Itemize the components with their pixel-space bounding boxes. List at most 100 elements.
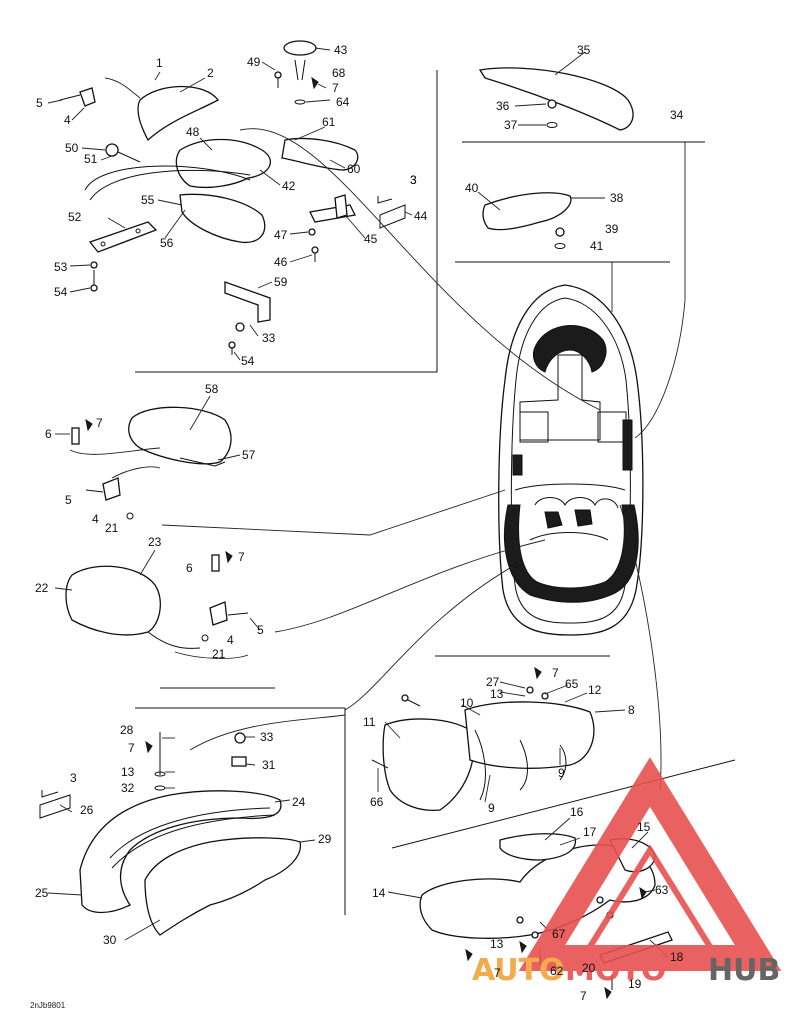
callout-label: 3 bbox=[410, 173, 417, 187]
callout-label: 36 bbox=[496, 99, 510, 113]
callout-label: 8 bbox=[628, 703, 635, 717]
panel-seat-8-12 bbox=[344, 504, 662, 811]
callout-label: 61 bbox=[322, 115, 336, 129]
callout-label: 59 bbox=[274, 275, 288, 289]
callout-label: 58 bbox=[205, 382, 219, 396]
callout-label: 14 bbox=[372, 886, 386, 900]
callout-label: 7 bbox=[96, 416, 103, 430]
callout-label: 25 bbox=[35, 886, 49, 900]
callout-label: 51 bbox=[84, 152, 98, 166]
callout-label: 18 bbox=[670, 950, 684, 964]
callout-label: 20 bbox=[582, 961, 596, 975]
watermark-text-hub: HUB bbox=[708, 953, 780, 988]
callout-label: 26 bbox=[80, 803, 94, 817]
callout-label: 3 bbox=[70, 771, 77, 785]
callout-label: 60 bbox=[347, 162, 361, 176]
callout-label: 42 bbox=[282, 179, 296, 193]
callout-label: 12 bbox=[588, 683, 602, 697]
panel-seat-24-30 bbox=[39, 714, 346, 941]
callout-label: 4 bbox=[64, 113, 71, 127]
callout-label: 56 bbox=[160, 236, 174, 250]
callout-label: 4 bbox=[227, 633, 234, 647]
panel-top-left-parts bbox=[47, 40, 601, 411]
callout-label: 21 bbox=[212, 647, 226, 661]
callout-label: 13 bbox=[121, 765, 135, 779]
callout-label: 9 bbox=[488, 801, 495, 815]
watermark-triangle-inner bbox=[582, 844, 718, 953]
panel-top-right-parts bbox=[477, 51, 686, 439]
callout-label: 50 bbox=[65, 141, 79, 155]
callout-label: 6 bbox=[45, 427, 52, 441]
callout-label: 33 bbox=[262, 331, 276, 345]
callout-label: 5 bbox=[257, 623, 264, 637]
callout-label: 7 bbox=[580, 989, 587, 1003]
callout-label: 7 bbox=[128, 741, 135, 755]
divider-lines bbox=[135, 70, 736, 915]
panel-seat-22-23 bbox=[54, 539, 546, 659]
callout-label: 27 bbox=[486, 675, 500, 689]
callout-label: 22 bbox=[35, 581, 49, 595]
callout-label: 11 bbox=[363, 715, 376, 729]
callout-label: 7 bbox=[238, 550, 245, 564]
callout-label: 41 bbox=[590, 239, 604, 253]
callout-label: 37 bbox=[504, 118, 518, 132]
callout-label: 49 bbox=[247, 55, 261, 69]
diagram-code: 2nJb9801 bbox=[30, 1001, 66, 1010]
callout-label: 17 bbox=[583, 825, 597, 839]
callout-label: 57 bbox=[242, 448, 256, 462]
callout-label: 13 bbox=[490, 687, 504, 701]
callout-label: 53 bbox=[54, 260, 68, 274]
callout-label: 1 bbox=[156, 56, 163, 70]
callout-label: 67 bbox=[552, 927, 566, 941]
callout-label: 10 bbox=[460, 696, 474, 710]
callout-label: 66 bbox=[370, 795, 384, 809]
callout-label: 30 bbox=[103, 933, 117, 947]
callout-label: 39 bbox=[605, 222, 619, 236]
callout-label: 7 bbox=[494, 966, 501, 980]
callout-label: 65 bbox=[565, 677, 579, 691]
callout-label: 52 bbox=[68, 210, 82, 224]
callout-label: 2 bbox=[207, 66, 214, 80]
callout-label: 62 bbox=[550, 964, 564, 978]
callout-label: 54 bbox=[241, 354, 255, 368]
callout-label: 9 bbox=[558, 766, 565, 780]
callout-label: 4 bbox=[92, 512, 99, 526]
panel-rear-seat-58 bbox=[55, 395, 506, 536]
callout-label: 47 bbox=[274, 228, 288, 242]
callout-label: 31 bbox=[262, 758, 276, 772]
callout-label: 7 bbox=[332, 81, 339, 95]
watermark-triangle bbox=[518, 757, 782, 971]
callout-label: 35 bbox=[577, 43, 591, 57]
callout-label: 40 bbox=[465, 181, 479, 195]
callout-label: 19 bbox=[628, 977, 642, 991]
callout-label: 32 bbox=[121, 781, 135, 795]
callout-label: 16 bbox=[570, 805, 584, 819]
callout-label: 68 bbox=[332, 66, 346, 80]
callout-label: 15 bbox=[637, 820, 651, 834]
callout-label: 21 bbox=[105, 521, 119, 535]
callout-label: 64 bbox=[336, 95, 350, 109]
callout-label: 33 bbox=[260, 730, 274, 744]
callout-label: 24 bbox=[292, 795, 306, 809]
callout-label: 34 bbox=[670, 108, 684, 122]
callout-label: 54 bbox=[54, 285, 68, 299]
callout-label: 38 bbox=[610, 191, 624, 205]
watermark-text-moto: MOTO bbox=[565, 953, 666, 988]
callout-label: 3 bbox=[410, 173, 417, 187]
callout-labels: 1 2 3 4 5 7 43 49 68 64 48 61 50 51 60 4… bbox=[35, 43, 684, 1003]
callout-label: 7 bbox=[552, 666, 559, 680]
callout-label: 6 bbox=[186, 561, 193, 575]
callout-label: 28 bbox=[120, 723, 134, 737]
callout-label: 23 bbox=[148, 535, 162, 549]
callout-label: 29 bbox=[318, 832, 332, 846]
watermark-text-auto: AUTO bbox=[472, 953, 565, 988]
callout-label: 45 bbox=[364, 232, 378, 246]
callout-label: 5 bbox=[36, 96, 43, 110]
watercraft-hull-top-view bbox=[498, 284, 644, 636]
callout-label: 13 bbox=[490, 937, 504, 951]
callout-label: 5 bbox=[65, 493, 72, 507]
callout-label: 46 bbox=[274, 255, 288, 269]
callout-label: 63 bbox=[655, 883, 669, 897]
callout-label: 43 bbox=[334, 43, 348, 57]
